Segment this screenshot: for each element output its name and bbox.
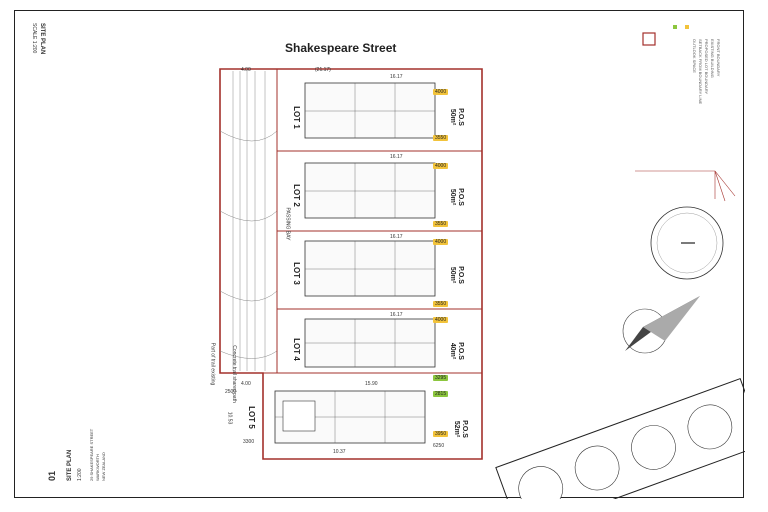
lot1-width: 16.17	[390, 74, 403, 80]
lot3-width: 16.17	[390, 234, 403, 240]
sun-dial	[650, 206, 724, 280]
lot-boundaries	[220, 69, 482, 374]
title-block-scale: 1:200	[77, 468, 83, 481]
address-line-2: WARKWORTH	[95, 454, 100, 481]
lot1-tag-top: 4000	[433, 89, 449, 95]
lot3-pos-area: 50m²	[448, 266, 456, 284]
dim-bottom-1037: 10.37	[333, 449, 346, 455]
lot3-label: LOT 3	[291, 262, 301, 285]
interior-walls	[275, 83, 435, 443]
legend-line-1: FRONT BOUNDARY	[716, 39, 721, 77]
lot2-pos-title: P.O.S	[456, 188, 464, 206]
street-name-title: Shakespeare Street	[285, 41, 397, 55]
legend-line-4: SETBACK FROM BOUNDARY LINE	[698, 39, 703, 105]
dim-top-4: 4.00	[241, 67, 251, 73]
lot4-tag-bottom: 3295	[433, 375, 449, 381]
lot3-tag-top: 4000	[433, 239, 449, 245]
passing-bay-label: PASSING BAY	[284, 207, 291, 241]
title-block-sheet-no: 01	[47, 470, 57, 481]
drawing-sheet: SITE PLAN SCALE 1:200 Shakespeare Street	[14, 10, 745, 499]
lot4-tag-top: 4000	[433, 317, 449, 323]
title-block-title: SITE PLAN	[67, 449, 73, 481]
lot5-label: LOT 5	[246, 406, 256, 429]
dim-lot5-6250: 6250	[433, 443, 445, 449]
lot5-width: 15.90	[365, 381, 378, 387]
note-trail-existing: Part of trail existing	[209, 342, 216, 386]
lot5-garage	[282, 400, 316, 432]
legend-line-5: OUTLOOK SPACE	[692, 39, 697, 73]
lot5-tag-bottom: 3950	[433, 431, 449, 437]
legend-swatches	[642, 25, 689, 46]
lot3-pos-title: P.O.S	[456, 266, 464, 284]
lot4-pos-title: P.O.S	[456, 342, 464, 360]
title-block: 01 SITE PLAN 1:200 29 SHAKESPEARE STREET…	[39, 411, 109, 491]
lot3-tag-bottom: 3550	[433, 301, 449, 307]
north-arrow	[622, 296, 700, 354]
lot2-tag-top: 4000	[433, 163, 449, 169]
lot1-pos-area: 50m²	[448, 108, 456, 126]
lot1-tag-bottom: 3550	[433, 135, 449, 141]
lot1-pos-title: P.O.S	[456, 108, 464, 126]
lot5-pos-title: P.O.S	[460, 420, 468, 438]
lot5-tag-top: 2815	[433, 391, 449, 397]
dim-side-4: 4.00	[241, 381, 251, 387]
lot4-pos-area: 40m²	[448, 342, 456, 360]
shadow-diagram-strip	[495, 378, 745, 499]
legend-line-2: EXISTING BUILDING	[710, 39, 715, 78]
lot1-label: LOT 1	[291, 106, 301, 129]
dim-top-2117: (21.17)	[315, 67, 331, 73]
lot4-label: LOT 4	[291, 338, 301, 361]
lot4-width: 16.17	[390, 312, 403, 318]
lot5-pos-area: 52m²	[452, 420, 460, 438]
lot2-width: 16.17	[390, 154, 403, 160]
address-line-1: 29 SHAKESPEARE STREET	[89, 428, 94, 481]
section-marker	[635, 170, 736, 202]
legend-line-3: PROPOSED LOT BOUNDARY	[704, 39, 709, 95]
dim-lot5-1053: 10.53	[226, 411, 233, 425]
site-plan-drawing	[219, 25, 745, 499]
driveway	[219, 71, 278, 371]
lot2-tag-bottom: 3550	[433, 221, 449, 227]
note-shared-path: Concrete trail shared path	[230, 345, 237, 403]
lot2-pos-area: 50m²	[448, 188, 456, 206]
dim-lot5-2500: 2500	[225, 389, 237, 395]
address-line-3: NEW ZEALAND	[101, 452, 106, 481]
lot2-label: LOT 2	[291, 184, 301, 207]
dim-lot5-3300: 3300	[243, 439, 255, 445]
